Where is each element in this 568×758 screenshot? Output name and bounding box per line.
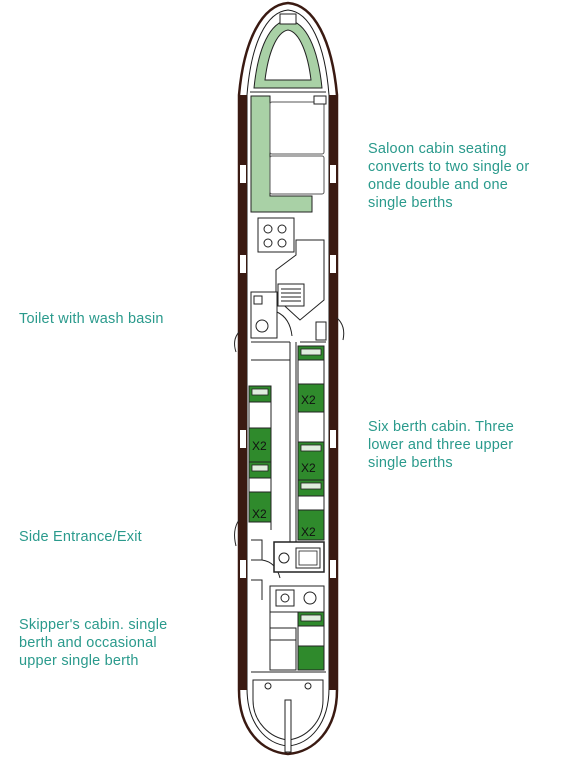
berth-mark: X2 [301,461,316,475]
berth-mark: X2 [252,507,267,521]
toilet-icon [278,552,290,564]
saloon-seating [250,95,327,213]
tiller [284,699,292,753]
callout-six-berth: Six berth cabin. Three lower and three u… [368,419,514,471]
callout-saloon: Saloon cabin seating converts to two sin… [368,141,530,211]
callout-skipper: Skipper's cabin. single berth and occasi… [19,617,168,669]
six-berth-cabin: X2 X2 X2 X2 X2 [248,345,325,541]
sink-icon [277,283,305,307]
side-doors-midship [234,317,345,353]
toilet-room [250,291,293,339]
berth-mark: X2 [301,525,316,539]
skippers-cabin [251,579,326,673]
callout-toilet: Toilet with wash basin [19,311,164,327]
callout-side-entrance: Side Entrance/Exit [19,529,142,545]
bow-well [250,13,326,93]
galley [257,217,325,321]
corridor [251,341,326,542]
berth-mark: X2 [301,393,316,407]
berth-mark: X2 [252,439,267,453]
wash-room [273,541,325,573]
toilet-icon [255,319,269,333]
hob-icon [263,224,287,248]
stern [252,679,324,753]
